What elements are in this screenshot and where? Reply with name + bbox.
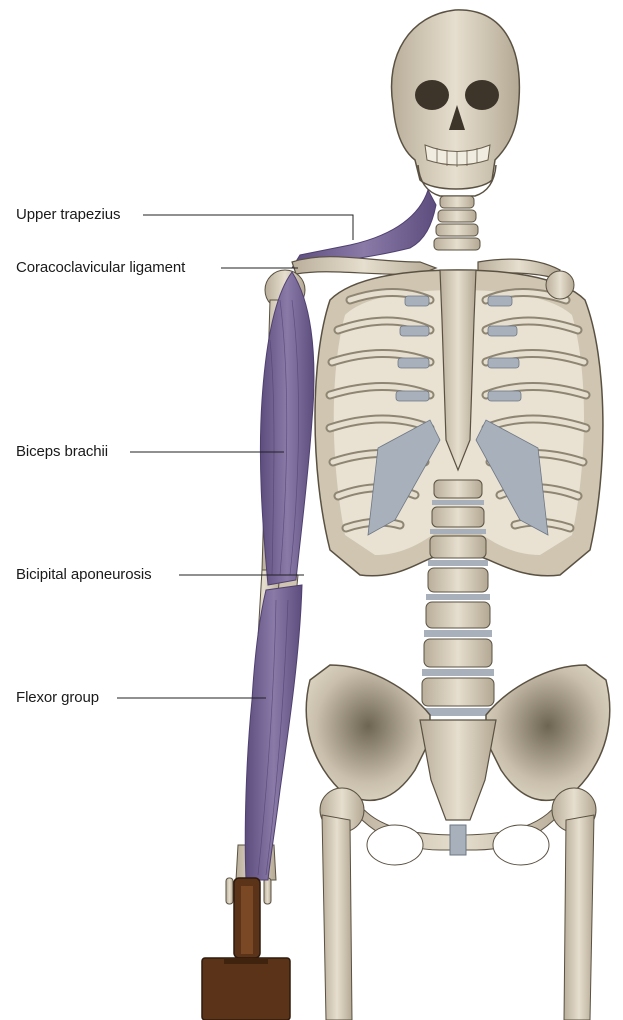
- right-arm: [546, 271, 574, 299]
- forearm-flexor-muscle: [245, 585, 302, 880]
- skull: [392, 10, 520, 196]
- suitcase-body: [202, 958, 290, 1020]
- label-upper-trapezius: Upper trapezius: [16, 206, 120, 224]
- right-orbit: [465, 80, 499, 110]
- label-biceps-brachii: Biceps brachii: [16, 443, 108, 461]
- trapezius-muscle: [292, 190, 436, 268]
- label-flexor-group: Flexor group: [16, 689, 99, 707]
- suitcase: [202, 878, 290, 1020]
- sternum: [440, 270, 476, 470]
- left-orbit: [415, 80, 449, 110]
- arm-muscles: [245, 272, 314, 880]
- femurs: [320, 788, 596, 1020]
- upper-trapezius-leader: [143, 215, 353, 240]
- cervical-spine: [434, 196, 480, 250]
- sacrum: [420, 720, 496, 820]
- label-bicipital-aponeurosis: Bicipital aponeurosis: [16, 566, 151, 584]
- label-coracoclavicular-ligament: Coracoclavicular ligament: [16, 259, 185, 277]
